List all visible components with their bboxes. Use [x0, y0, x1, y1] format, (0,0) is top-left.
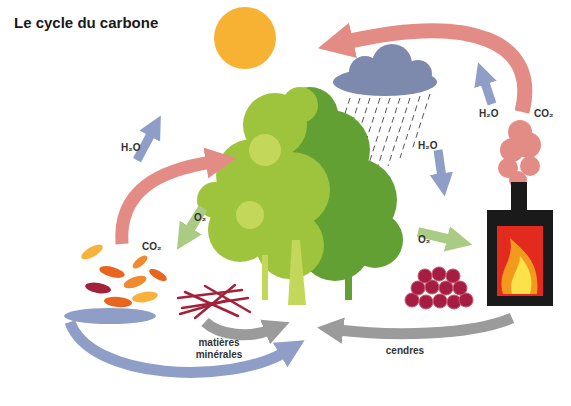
text-label: CO₂ — [142, 241, 161, 252]
text-label: cendres — [375, 345, 435, 357]
water-arrow — [70, 322, 285, 372]
co2-arrow — [122, 162, 212, 244]
canopy — [282, 87, 318, 123]
text-label: O₂ — [194, 212, 206, 223]
rain-line — [376, 98, 400, 172]
berry — [433, 294, 447, 308]
leaf — [84, 281, 111, 295]
leaf — [79, 242, 105, 263]
text-label: matières minérales — [180, 337, 258, 361]
flame — [501, 238, 537, 294]
co2-arrow — [346, 31, 525, 112]
canopy — [236, 201, 264, 229]
canopy — [347, 212, 403, 268]
ash-arrow — [338, 318, 512, 334]
smoke — [498, 120, 541, 189]
cloud — [333, 44, 437, 96]
h2o-arrow — [438, 150, 442, 178]
text-label: CO₂ — [534, 108, 553, 119]
leaf — [131, 253, 150, 271]
berry — [418, 269, 432, 283]
diagram-title: Le cycle du carbone — [14, 14, 158, 31]
soil-puddle — [64, 308, 156, 324]
trunk — [262, 255, 268, 300]
flame — [511, 256, 531, 294]
trunk — [345, 255, 352, 300]
chimney — [511, 182, 527, 212]
twig — [180, 300, 228, 314]
berries — [405, 267, 473, 309]
leaf — [104, 296, 133, 308]
tree-front — [197, 87, 330, 279]
sun — [214, 7, 276, 69]
canopy — [249, 134, 281, 166]
cloud-part — [404, 60, 432, 88]
berry — [446, 269, 460, 283]
text-label: H₂O — [479, 108, 498, 119]
twig — [195, 285, 235, 318]
smoke-puff — [508, 120, 532, 144]
rain-line — [388, 98, 410, 166]
text-label: H₂O — [121, 142, 140, 153]
twigs — [178, 285, 250, 318]
leaf — [98, 264, 126, 280]
rain-line — [400, 96, 420, 158]
berry — [432, 267, 446, 281]
text-label: H₂O — [418, 140, 437, 151]
tree-highlight — [236, 134, 306, 305]
leaf — [147, 267, 168, 284]
fire-window — [497, 226, 543, 296]
trunk — [288, 240, 306, 305]
furnace — [487, 120, 553, 306]
h2o-arrow — [484, 80, 492, 104]
leaf — [131, 290, 158, 304]
text-label: O₂ — [418, 234, 430, 245]
leaf — [122, 273, 148, 291]
berry — [419, 295, 433, 309]
stove — [487, 210, 553, 306]
mineral-arrow — [205, 322, 270, 335]
fallen-leaves — [79, 242, 169, 309]
